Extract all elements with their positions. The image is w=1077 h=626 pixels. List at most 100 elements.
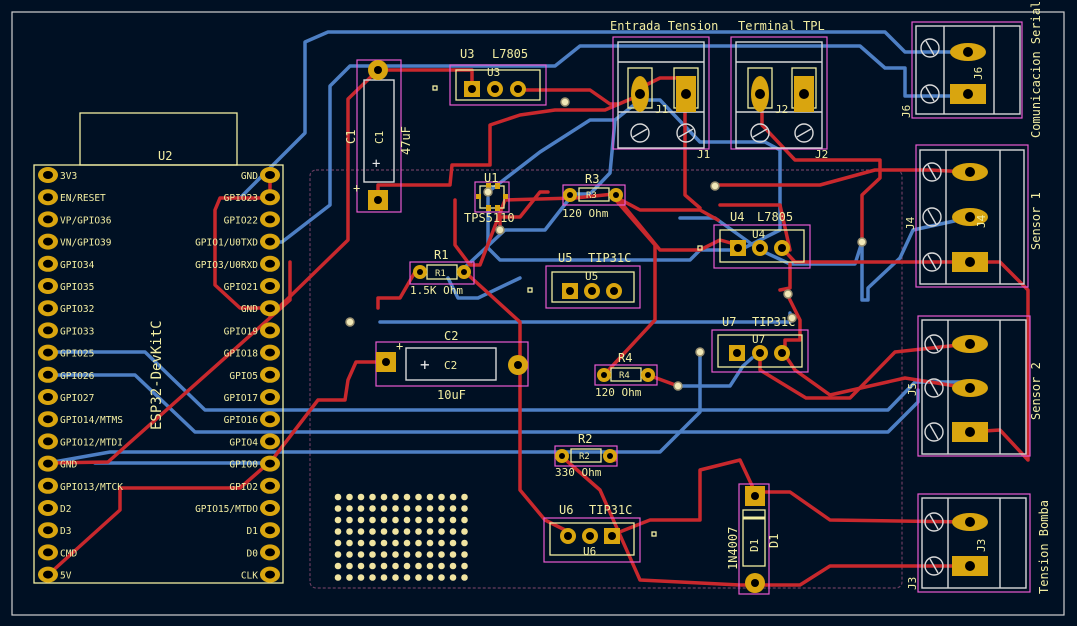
proto-dot [403,493,411,501]
u2-pin-hole [43,171,53,179]
c2-capacitor: + + C2 C2 10uF [375,329,529,402]
u2-right-pin-label: GPIO21 [224,282,259,293]
u2-ref: U2 [158,149,172,163]
proto-dot [438,551,445,558]
u2-right-pin-label: GPIO23 [224,193,258,204]
board-edge [11,11,1065,616]
proto-dot [449,539,457,547]
u2-pin-hole [43,370,53,379]
proto-dot [403,574,411,581]
u5-value: TIP31C [588,251,631,265]
proto-dot [369,551,376,558]
proto-dot [369,539,376,547]
via [673,381,683,391]
proto-dot [380,516,388,524]
u2-right-pin-label: GPIO18 [224,349,259,360]
u2-left-pin-label: 3V3 [60,171,77,182]
u2-right-pin-label: CLK [241,571,258,582]
j1-fab: J1 [655,103,668,116]
proto-dot [357,539,365,547]
proto-dot [357,528,365,535]
proto-dot [380,493,388,501]
u2-pin-hole [265,215,275,224]
u2-left-pin-label: GPIO27 [60,393,94,404]
proto-dot [461,516,468,524]
svg-text:+: + [353,181,360,195]
u2-pin-hole [43,548,53,557]
u2-pin-hole [265,481,275,490]
via [695,347,705,357]
c1-capacitor: + + C1 C1 47uF [344,59,413,213]
u2-pin-hole [43,282,53,290]
via [783,289,793,299]
proto-dot [380,574,388,581]
r3-fab: R3 [586,191,597,201]
r4-value: 120 Ohm [595,386,642,399]
proto-dot [346,551,353,558]
via [483,187,493,197]
r1-ref: R1 [434,248,448,262]
u2-pin-hole [265,437,275,446]
j2-title: Terminal TPL [738,19,825,33]
u2-left-pin-label: GPIO12/MTDI [60,437,123,448]
proto-dot [461,562,468,570]
proto-dot [392,528,399,535]
u4-regulator: U4 L7805 U4 [697,210,811,269]
c1-fab: C1 [373,131,386,144]
u2-pin-hole [43,393,53,401]
u2-pin-hole [43,304,53,313]
u2-left-pin-label: GPIO35 [60,282,94,293]
proto-dot [380,505,388,512]
u2-pin-hole [265,326,275,335]
u2-left-pin-label: VP/GPIO36 [60,215,112,226]
j5-terminal: J5 Sensor 2 [906,315,1043,457]
u2-pin-hole [265,348,275,357]
u2-right-pin-label: GPIO22 [224,215,258,226]
j3-fab: J3 [975,539,988,552]
u2-pin-hole [265,548,275,557]
j2-terminal: Terminal TPL J2 J2 [730,19,828,161]
proto-dot [403,539,411,547]
u2-right-pin-label: GPIO0 [229,460,258,471]
r2-resistor: R2 R2 330 Ohm [554,432,618,479]
proto-dot [346,505,353,512]
proto-dot [438,493,445,501]
proto-dot [461,574,468,581]
proto-dot [380,562,388,570]
u2-pin-hole [43,326,53,335]
proto-dot [415,516,422,524]
u2-pin-hole [43,437,53,446]
r3-ref: R3 [585,172,599,186]
proto-dot [415,539,422,547]
proto-dot [357,493,365,501]
proto-dot [334,516,342,524]
via [560,97,570,107]
u2-left-pin-label: GPIO34 [60,260,95,271]
proto-dot [438,516,445,524]
prototype-dot-grid [334,493,468,581]
r2-fab: R2 [579,452,590,462]
proto-dot [426,493,434,501]
proto-dot [392,493,399,501]
proto-dot [461,528,468,535]
c1-ref: C1 [344,130,358,144]
proto-dot [334,574,342,581]
u2-pin-hole [43,237,53,246]
j3-title: Tension Bomba [1037,500,1051,594]
u2-right-pin-label: GPIO3/U0RXD [195,260,258,271]
u3-ref: U3 [460,47,474,61]
u2-left-pin-label: GPIO14/MTMS [60,415,123,426]
proto-dot [415,528,422,535]
proto-dot [346,528,353,535]
proto-dot [449,551,457,558]
proto-dot [438,528,445,535]
u2-pin-hole [265,393,275,401]
u2-right-pin-label: GPIO16 [224,415,259,426]
j4-terminal: J4 J4 Sensor 1 [904,144,1043,288]
proto-dot [426,574,434,581]
proto-dot [380,528,388,535]
proto-dot [415,505,422,512]
r3-value: 120 Ohm [562,207,609,220]
svg-text:+: + [420,355,430,374]
proto-dot [415,562,422,570]
